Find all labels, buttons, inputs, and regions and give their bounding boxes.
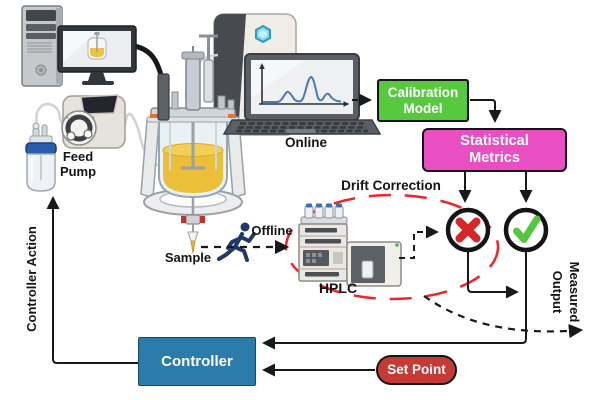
runner-head [240,222,250,232]
set-point-pill: Set Point [376,355,457,385]
sampling-valve [181,214,205,225]
measured-output-to-controller-arrow [262,250,527,350]
monitor [57,25,137,85]
sample-label: Sample [164,250,212,265]
statistical-metrics-label: Statistical Metrics [460,133,529,166]
feed-pump [61,94,126,149]
tubing-bottle-to-pump [35,102,65,127]
set-point-label: Set Point [387,362,446,378]
hplc-solvent-bottles [304,203,344,219]
x-mark-icon [455,217,481,243]
feed-bottle [25,122,57,192]
calibration-model-box: Calibration Model [377,79,469,122]
controller-action-arrow [46,196,138,364]
calibration-model-label: Calibration Model [387,84,459,116]
check-mark-icon [513,215,541,243]
offline-label: Offline [251,223,293,238]
hplc-to-fail-arrow [399,225,439,259]
sample-dropper [187,231,199,254]
online-label: Online [284,135,327,150]
pass-status [503,207,549,253]
chromatogram-plot [259,63,350,107]
hplc-label: HPLC [318,280,358,296]
analyzer-logo-icon [255,24,271,44]
feed-pump-label: Feed Pump [59,149,97,179]
drift-feedback-arrow [423,295,584,339]
controller-label: Controller [161,352,233,370]
pc-tower [21,5,63,87]
fail-status [445,207,491,253]
monitor-bioreactor-graphic [87,32,107,60]
drift-correction-label: Drift Correction [341,178,441,193]
measured-output-label: Measured Output [550,261,582,323]
calibration-to-metrics-arrow [470,99,502,123]
controller-box: Controller [138,337,256,386]
statistical-metrics-box: Statistical Metrics [422,128,567,172]
hplc-instrument [298,203,402,287]
fail-junction-arrow [467,250,519,299]
controller-action-label: Controller Action [24,226,39,332]
bioreactor [140,34,246,254]
laptop [222,53,382,135]
